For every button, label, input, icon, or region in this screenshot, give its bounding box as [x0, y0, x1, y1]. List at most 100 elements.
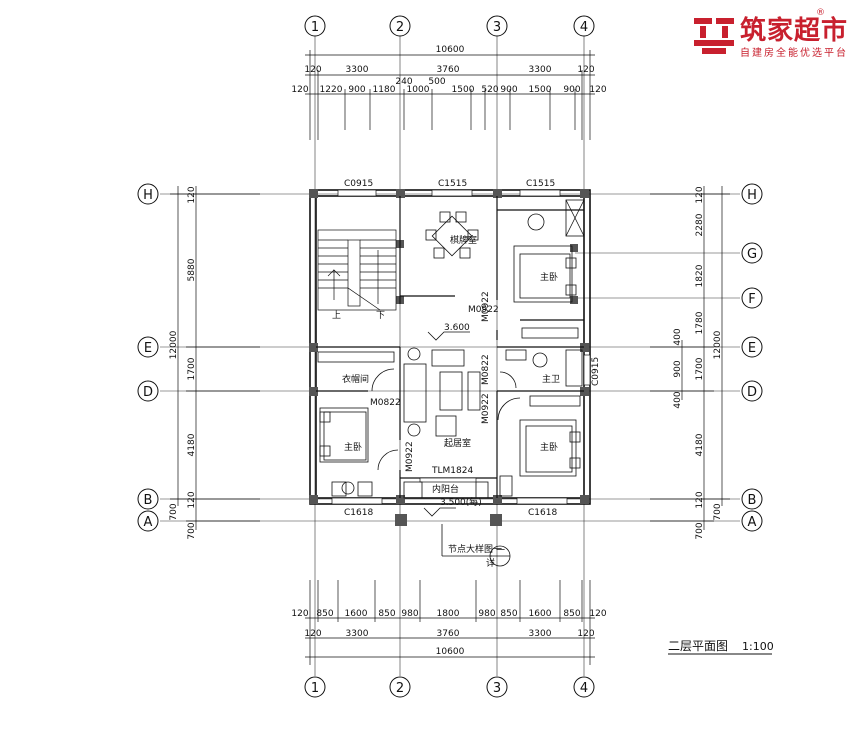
axis-row-D-right: D: [747, 385, 757, 400]
dim-bot-r1-8: 1600: [529, 609, 552, 619]
axis-col-1-top: 1: [311, 20, 319, 35]
brand-tagline: 自建房全能优选平台: [740, 48, 848, 59]
door-label-3: M0822: [481, 354, 491, 385]
axis-row-E-right: E: [748, 341, 756, 356]
dim-right-small-2: 900: [673, 360, 683, 377]
axis-row-H-right: H: [747, 188, 757, 203]
dim-bot-r1-6: 980: [478, 609, 495, 619]
dim-bot-r1-1: 850: [316, 609, 333, 619]
dim-left-small-0: 120: [187, 186, 197, 203]
dim-bot-r1-3: 850: [378, 609, 395, 619]
dim-right-small-5: 700: [713, 503, 723, 520]
brand-name: 筑家超市: [740, 16, 849, 46]
row-bubbles-left: [137, 183, 159, 532]
room-master-top-label: 主卧: [540, 271, 558, 283]
dim-top-r2-3: 3300: [529, 65, 552, 75]
stair-down-label: 下: [376, 311, 385, 321]
bed-bottom-right: [497, 395, 581, 477]
drawing-title: 二层平面图: [668, 639, 728, 653]
dim-right-small-0: 120: [695, 186, 705, 203]
dim-bot-r1-10: 120: [589, 609, 606, 619]
bottom-dimension-lines: [305, 580, 595, 665]
dim-bot-r2-2: 3760: [437, 629, 460, 639]
door-label-1: M0922: [468, 305, 499, 315]
dim-right-total: 12000: [713, 330, 723, 359]
dim-bot-r2-4: 120: [577, 629, 594, 639]
level-floor: 3.600: [444, 323, 470, 333]
dim-right-small-6: 700: [695, 522, 705, 539]
dim-left-total: 12000: [169, 330, 179, 359]
dim-top-total: 10600: [436, 45, 465, 55]
dim-left-seg-1: 1700: [187, 357, 197, 380]
axis-row-A-left: A: [144, 515, 153, 530]
window-bottom-0: C1618: [344, 508, 373, 518]
top-dimension-lines: [305, 50, 595, 140]
dim-right-seg-0: 2280: [695, 213, 705, 236]
dim-bot-r1-5: 1800: [437, 609, 460, 619]
dim-bot-r2-1: 3300: [346, 629, 369, 639]
drawing-scale: 1:100: [742, 640, 774, 653]
dim-bot-r1-9: 850: [563, 609, 580, 619]
brand-logo-mark: [694, 18, 734, 54]
dim-right-small-3: 400: [673, 391, 683, 408]
axis-col-4-bottom: 4: [580, 681, 588, 696]
row-bubbles-right: [741, 183, 763, 532]
axis-col-4-top: 4: [580, 20, 588, 35]
axis-row-E-left: E: [144, 341, 152, 356]
dim-left-seg-2: 4180: [187, 433, 197, 456]
window-right: C0915: [591, 357, 601, 386]
door-label-4: M0922: [481, 393, 491, 424]
dim-top-mid-1: 500: [428, 77, 445, 87]
detail-label: 节点大样图一: [448, 543, 502, 555]
column-bubbles-bottom: [304, 676, 595, 698]
dim-bot-r1-2: 1600: [345, 609, 368, 619]
dim-right-seg-3: 1700: [695, 357, 705, 380]
room-chess-label: 棋牌室: [450, 234, 477, 246]
axis-row-B-right: B: [748, 493, 757, 508]
axis-col-2-bottom: 2: [396, 681, 404, 696]
dim-top-r3-8: 1500: [529, 85, 552, 95]
window-top-0: C0915: [344, 179, 373, 189]
lounge-furniture: [403, 347, 481, 437]
detail-callout: [441, 524, 511, 567]
right-dimension-lines: [650, 186, 730, 530]
dim-top-r2-1: 3300: [346, 65, 369, 75]
chess-table: [425, 211, 479, 259]
axis-row-F-right: F: [748, 292, 755, 307]
dim-bot-r1-7: 850: [500, 609, 517, 619]
window-top-1: C1515: [438, 179, 467, 189]
dim-right-small-1: 400: [673, 328, 683, 345]
window-top-2: C1515: [526, 179, 555, 189]
axis-row-G-right: G: [747, 247, 757, 262]
dim-top-r3-7: 900: [500, 85, 517, 95]
dim-top-r3-10: 120: [589, 85, 606, 95]
room-bedroom-right-label: 主卧: [540, 441, 558, 453]
dim-bot-r2-0: 120: [304, 629, 321, 639]
left-dimension-lines: [170, 186, 260, 530]
bed-left: [317, 351, 399, 471]
level-balcony: 3.500(每): [440, 496, 482, 508]
dim-bot-r1-0: 120: [291, 609, 308, 619]
dim-right-small-4: 120: [695, 491, 705, 508]
windows: [331, 189, 591, 505]
stair-up-label: 上: [332, 310, 341, 321]
dim-left-seg-0: 5880: [187, 258, 197, 281]
dim-bot-r2-3: 3300: [529, 629, 552, 639]
dim-top-r2-4: 120: [577, 65, 594, 75]
dim-left-small-2: 700: [169, 503, 179, 520]
dim-right-seg-4: 4180: [695, 433, 705, 456]
dim-top-r3-5: 1500: [452, 85, 475, 95]
dim-right-seg-2: 1780: [695, 311, 705, 334]
axis-col-3-bottom: 3: [493, 681, 501, 696]
dim-top-r3-1: 1220: [320, 85, 343, 95]
brand-registered-mark: ®: [816, 8, 825, 18]
door-label-0: M0922: [481, 291, 491, 322]
dim-top-r2-2: 3760: [437, 65, 460, 75]
dim-top-r2-0: 120: [304, 65, 321, 75]
dim-bot-r1-4: 980: [401, 609, 418, 619]
dim-top-r3-9: 900: [563, 85, 580, 95]
axis-grid: [160, 36, 740, 676]
axis-col-2-top: 2: [396, 20, 404, 35]
brand-logo: 筑家超市 自建房全能优选平台 ®: [688, 8, 858, 64]
bathroom-fixtures: [499, 349, 583, 389]
